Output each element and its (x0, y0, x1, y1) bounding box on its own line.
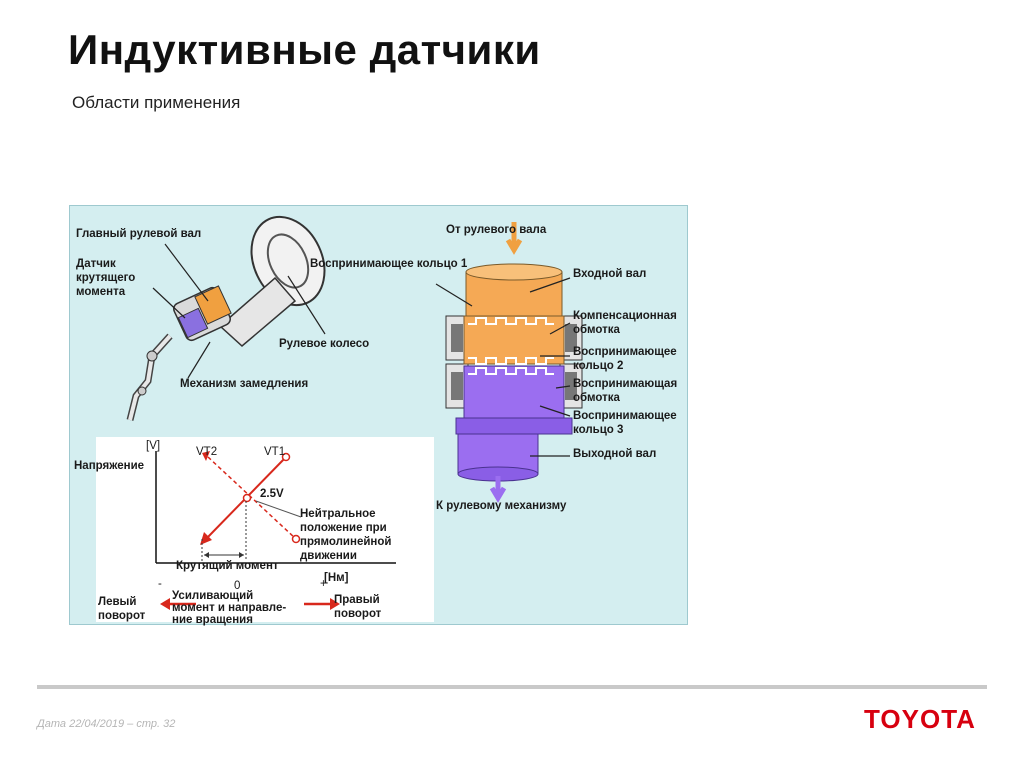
graph-minus-tick: - (158, 578, 162, 590)
footer-date: Дата 22/04/2019 – стр. 32 (37, 718, 176, 730)
label-input-shaft: Входной вал (573, 268, 647, 280)
label-reduction-gear: Механизм замедления (180, 378, 309, 390)
label-ring1: Воспринимающее кольцо 1 (310, 258, 468, 270)
page-subtitle: Области применения (72, 93, 241, 112)
graph-y-unit: [V] (146, 440, 161, 452)
label-comp-winding: Компенсационная обмотка (573, 310, 677, 336)
graph-vt2-label: VT2 (196, 446, 218, 458)
label-main-shaft: Главный рулевой вал (76, 228, 202, 240)
footer-divider (37, 685, 987, 689)
graph-vt1-label: VT1 (264, 446, 286, 458)
toyota-logo: TOYOTA (864, 704, 976, 734)
label-to-mechanism: К рулевому механизму (436, 500, 567, 512)
sensor-cross-section (435, 222, 583, 503)
page-title: Индуктивные датчики (68, 26, 541, 73)
label-torque-sensor: Датчик крутящего момента (76, 258, 136, 298)
label-ring3: Воспринимающее кольцо 3 (573, 410, 677, 436)
graph-assist-label: Усиливающий момент и направле- ние враще… (172, 590, 287, 626)
graph-y-label: Напряжение (74, 460, 145, 472)
label-sense-winding: Воспринимающая обмотка (573, 378, 678, 404)
graph-right-turn: Правый поворот (334, 594, 382, 620)
label-ring2: Воспринимающее кольцо 2 (573, 346, 677, 372)
figure-drawing (126, 215, 583, 503)
label-steering-wheel: Рулевое колесо (279, 338, 370, 350)
label-output-shaft: Выходной вал (573, 448, 657, 460)
graph-x-unit: [Нм] (324, 572, 349, 584)
sensor-figure: Главный рулевой вал Датчик крутящего мом… (69, 205, 688, 626)
label-from-shaft: От рулевого вала (446, 224, 547, 236)
graph-left-turn: Левый поворот (98, 596, 146, 622)
voltage-graph: [V] Напряжение VT2 VT1 2.5V Нейтральное … (74, 437, 434, 626)
graph-mid-value: 2.5V (260, 488, 284, 500)
graph-torque-label: Крутящий момент (176, 560, 279, 572)
voltage-graph-drawing (155, 451, 396, 610)
graph-zero-tick: 0 (234, 580, 241, 592)
graph-plus-tick: + (320, 578, 327, 590)
graph-neutral-label: Нейтральное положение при прямолинейной … (300, 508, 392, 562)
steering-column-illustration (126, 215, 326, 421)
